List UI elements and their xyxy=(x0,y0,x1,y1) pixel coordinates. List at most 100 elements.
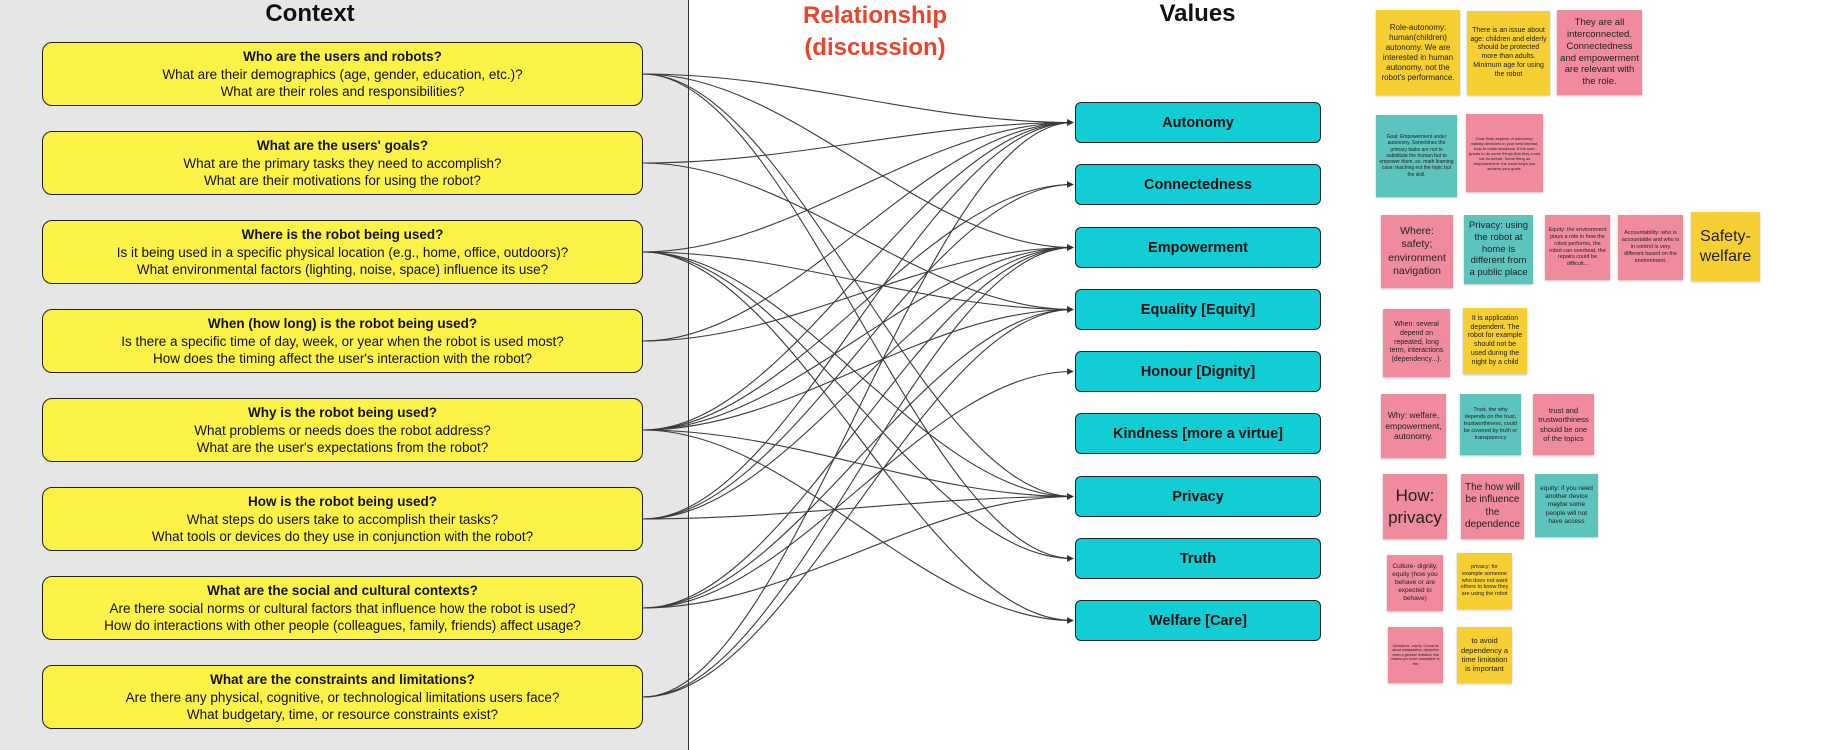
sticky-note: When: several depend on repeated, long t… xyxy=(1383,309,1450,377)
question-detail: What are their motivations for using the… xyxy=(204,173,481,188)
question-detail: Are there social norms or cultural facto… xyxy=(109,600,576,616)
question-detail: Is it being used in a specific physical … xyxy=(116,244,569,260)
relationship-link xyxy=(642,119,1074,164)
value-box: Autonomy xyxy=(1075,102,1321,143)
context-question-box: How is the robot being used? What steps d… xyxy=(42,487,643,551)
question-detail: Are there any physical, cognitive, or te… xyxy=(125,689,560,705)
sticky-note-text: It is application dependent. The robot f… xyxy=(1467,314,1523,366)
question-title: Who are the users and robots? xyxy=(243,49,442,64)
question-title: When (how long) is the robot being used? xyxy=(207,316,478,331)
sticky-note-text: Culture- dignity, equity (how you behave… xyxy=(1392,562,1438,603)
sticky-note-text: Why: welfare, empowerment, autonomy. xyxy=(1385,410,1442,442)
relationship-link xyxy=(642,429,1074,624)
value-box: Empowerment xyxy=(1075,227,1321,268)
relationship-link xyxy=(642,368,1074,609)
question-detail: What are their roles and responsibilitie… xyxy=(220,84,465,99)
sticky-note: Privacy: using the robot at home is diff… xyxy=(1464,215,1533,284)
sticky-note-text: When: several depend on repeated, long t… xyxy=(1389,321,1444,364)
sticky-note: Goal: Both aspects of autonomy: making d… xyxy=(1466,114,1543,192)
sticky-note-text: trust and trustworthiness should be one … xyxy=(1538,405,1589,443)
sticky-note: They are all interconnected. Connectedne… xyxy=(1557,10,1642,95)
sticky-note-text: Role-autonomy: human(children) autonomy.… xyxy=(1381,22,1455,82)
sticky-note-text: Equity: the environment plays a role in … xyxy=(1548,226,1607,268)
value-box: Kindness [more a virtue] xyxy=(1075,413,1321,454)
sticky-note: Goal: Empowerment under autonomy. Someti… xyxy=(1376,115,1457,197)
sticky-note: The how will be influence the dependence xyxy=(1461,474,1524,539)
question-detail: What steps do users take to accomplish t… xyxy=(186,511,499,527)
context-question-box: What are the constraints and limitations… xyxy=(42,665,643,729)
sticky-note-text: Limitations - equity. Concerns about man… xyxy=(1391,644,1440,666)
value-box: Welfare [Care] xyxy=(1075,600,1321,641)
relationship-link xyxy=(642,181,1074,520)
sticky-note: Why: welfare, empowerment, autonomy. xyxy=(1381,394,1446,458)
sticky-note-text: There is an issue about age: children an… xyxy=(1470,26,1547,78)
question-detail: Is there a specific time of day, week, o… xyxy=(121,333,564,349)
value-box: Privacy xyxy=(1075,476,1321,517)
sticky-note-text: Goal: Both aspects of autonomy: making d… xyxy=(1469,135,1540,171)
question-detail: What problems or needs does the robot ad… xyxy=(194,422,491,438)
question-detail: How do interactions with other people (c… xyxy=(104,618,581,633)
relationship-link xyxy=(642,306,1074,698)
relationship-link xyxy=(642,493,1074,609)
sticky-note-text: to avoid dependency a time limitation is… xyxy=(1460,636,1509,674)
question-detail: What are the primary tasks they need to … xyxy=(183,155,502,171)
context-question-box: Where is the robot being used? Is it bein… xyxy=(42,220,643,284)
relationship-link xyxy=(642,119,1074,253)
value-box: Honour [Dignity] xyxy=(1075,351,1321,392)
relationship-heading: Relationship (discussion) xyxy=(802,2,947,61)
value-box: Truth xyxy=(1075,538,1321,579)
sticky-note: Trust, the why depends on the trust, tru… xyxy=(1460,394,1521,455)
question-detail: What budgetary, time, or resource constr… xyxy=(186,707,499,722)
context-question-box: When (how long) is the robot being used?… xyxy=(42,309,643,373)
sticky-note: Where: safety; environment navigation xyxy=(1381,215,1453,288)
relationship-link xyxy=(642,306,1074,431)
sticky-note: Equity: the environment plays a role in … xyxy=(1545,215,1610,280)
context-question-box: Who are the users and robots? What are th… xyxy=(42,42,643,106)
question-detail: How does the timing affect the user's in… xyxy=(152,351,533,366)
sticky-note: Role-autonomy: human(children) autonomy.… xyxy=(1376,10,1460,95)
value-box: Equality [Equity] xyxy=(1075,289,1321,330)
relationship-link xyxy=(642,251,1074,562)
sticky-note: There is an issue about age: children an… xyxy=(1467,11,1550,95)
values-heading: Values xyxy=(1159,0,1236,27)
context-question-box: Why is the robot being used? What problem… xyxy=(42,398,643,462)
relationship-link xyxy=(642,244,1074,342)
context-question-box: What are the social and cultural context… xyxy=(42,576,643,640)
sticky-note-text: Trust, the why depends on the trust, tru… xyxy=(1463,407,1518,441)
question-title: What are the constraints and limitations… xyxy=(210,672,475,687)
question-title: Where is the robot being used? xyxy=(241,227,444,242)
relationship-link xyxy=(642,162,1074,313)
relationship-link xyxy=(642,119,1074,431)
sticky-note: trust and trustworthiness should be one … xyxy=(1533,394,1594,455)
question-title: Why is the robot being used? xyxy=(248,405,437,420)
sticky-note-text: They are all interconnected. Connectedne… xyxy=(1560,16,1639,88)
sticky-note-text: How: privacy xyxy=(1388,486,1442,527)
sticky-note: Culture- dignity, equity (how you behave… xyxy=(1387,555,1443,611)
relationship-link xyxy=(642,73,1074,562)
relationship-link xyxy=(642,244,1074,431)
relationship-link xyxy=(642,119,1074,698)
sticky-note-text: equity: if you need another device maybe… xyxy=(1540,485,1593,525)
sticky-note-text: The how will be influence the dependence xyxy=(1464,481,1521,531)
relationship-link xyxy=(642,493,1074,520)
sticky-note: Accountability: who is accountable and w… xyxy=(1618,215,1683,280)
question-detail: What environmental factors (lighting, no… xyxy=(136,262,549,277)
question-title: How is the robot being used? xyxy=(248,494,437,509)
sticky-note: How: privacy xyxy=(1383,474,1447,539)
relationship-link xyxy=(642,244,1074,698)
relationship-link xyxy=(642,429,1074,500)
relationship-link xyxy=(642,73,1074,126)
relationship-link xyxy=(642,251,1074,624)
value-box: Connectedness xyxy=(1075,164,1321,205)
relationship-link xyxy=(642,73,1074,251)
sticky-note-text: Safety-welfare xyxy=(1699,227,1752,265)
relationship-link xyxy=(642,119,1074,520)
sticky-note: equity: if you need another device maybe… xyxy=(1535,474,1598,537)
question-title: What are the social and cultural context… xyxy=(207,583,478,598)
relationship-link xyxy=(642,244,1074,609)
relationship-link xyxy=(642,119,1074,342)
question-detail: What are their demographics (age, gender… xyxy=(162,66,523,82)
relationship-link xyxy=(642,251,1074,500)
context-heading: Context xyxy=(265,0,355,27)
question-title: What are the users' goals? xyxy=(256,138,429,153)
